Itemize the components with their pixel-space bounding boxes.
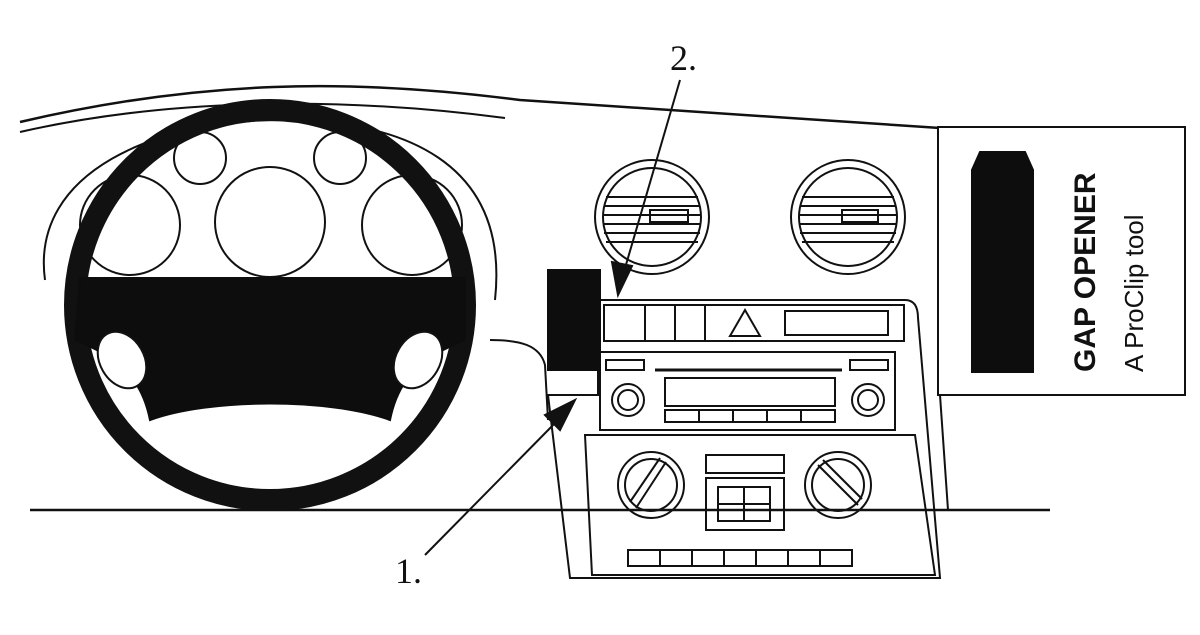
- radio-unit: [599, 351, 896, 431]
- gap-opener-box: [937, 126, 1186, 396]
- steering-wheel: [64, 99, 549, 511]
- arrow-1: [424, 397, 578, 556]
- air-vent-right: [790, 159, 906, 275]
- arrow-2: [610, 79, 681, 299]
- callout-label-2: 2.: [670, 38, 697, 78]
- mount-bracket: [547, 269, 601, 371]
- gap-opener-subtitle: A ProClip tool: [1119, 214, 1149, 372]
- dashboard-outline: [19, 84, 1050, 512]
- air-vent-left: [594, 159, 710, 275]
- callout-label-1: 1.: [395, 551, 422, 591]
- gap-opener-title: GAP OPENER: [1069, 172, 1102, 372]
- center-console: [546, 299, 942, 579]
- gap-opener-tool-icon: [971, 151, 1034, 373]
- climate-controls: [583, 434, 937, 576]
